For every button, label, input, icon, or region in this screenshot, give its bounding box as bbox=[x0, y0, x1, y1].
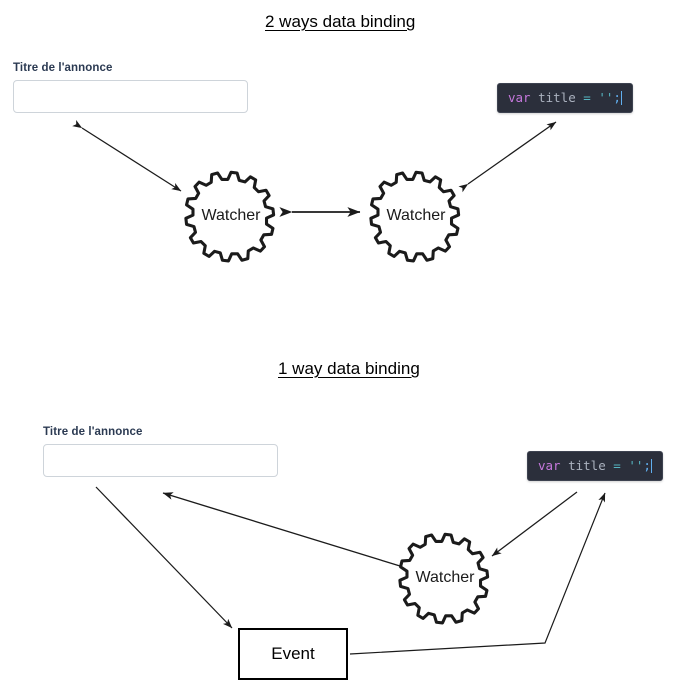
event-box-label: Event bbox=[271, 644, 315, 663]
form-group-two-way: Titre de l'annonce bbox=[13, 62, 248, 113]
code-keyword-two-way: var bbox=[508, 90, 531, 105]
arrow-input-to-watcher-left bbox=[72, 119, 182, 192]
input-label-two-way: Titre de l'annonce bbox=[13, 62, 113, 74]
arrow-input-to-event bbox=[95, 486, 233, 629]
code-identifier-one-way: title bbox=[568, 458, 606, 473]
form-group-one-way: Titre de l'annonce bbox=[43, 426, 278, 477]
watcher-gear-right[interactable]: Watcher bbox=[368, 168, 464, 264]
code-terminator-one-way: ; bbox=[643, 458, 651, 473]
code-terminator-two-way: ; bbox=[613, 90, 621, 105]
title-input-two-way[interactable] bbox=[13, 80, 248, 113]
code-identifier-two-way: title bbox=[538, 90, 576, 105]
event-box[interactable]: Event bbox=[238, 628, 348, 680]
arrow-watcher-right-to-code bbox=[458, 121, 557, 193]
code-operator-one-way: = bbox=[613, 458, 621, 473]
arrow-code-to-watcher bbox=[491, 491, 578, 557]
title-input-one-way[interactable] bbox=[43, 444, 278, 477]
code-string-two-way: '' bbox=[598, 90, 614, 105]
code-block-two-way[interactable]: var title = ''; bbox=[497, 83, 634, 113]
section-title-one-way: 1 way data binding bbox=[278, 359, 420, 378]
input-label-one-way: Titre de l'annonce bbox=[43, 426, 143, 438]
section-title-two-way: 2 ways data binding bbox=[265, 12, 416, 31]
code-caret-two-way bbox=[620, 91, 623, 105]
arrow-watcher-to-input bbox=[162, 492, 401, 567]
watcher-gear-left[interactable]: Watcher bbox=[183, 168, 279, 264]
code-caret-one-way bbox=[650, 459, 653, 473]
code-operator-two-way: = bbox=[583, 90, 591, 105]
code-string-one-way: '' bbox=[628, 458, 644, 473]
code-block-one-way[interactable]: var title = ''; bbox=[527, 451, 664, 481]
code-keyword-one-way: var bbox=[538, 458, 561, 473]
watcher-gear-one-way[interactable]: Watcher bbox=[397, 530, 493, 626]
